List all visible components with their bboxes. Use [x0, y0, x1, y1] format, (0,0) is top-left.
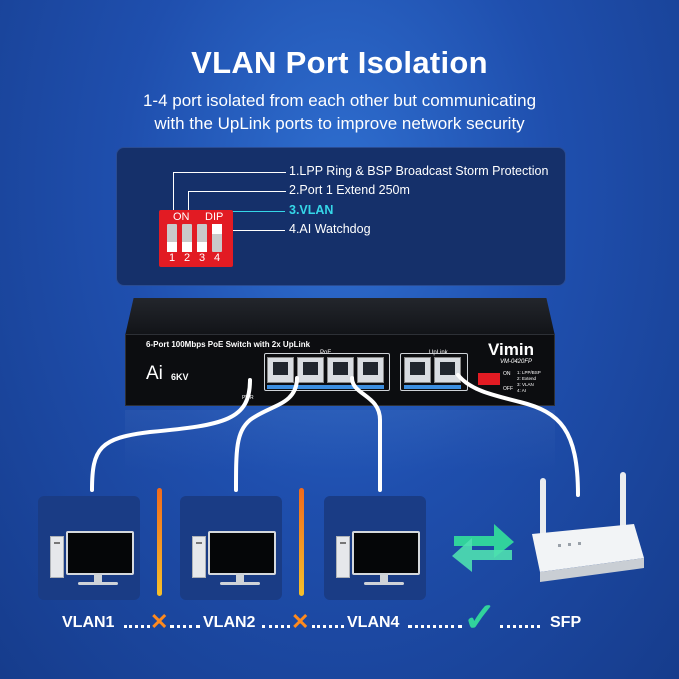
x-mark-icon: ✕ — [291, 609, 310, 634]
monitor-icon — [66, 531, 134, 575]
dip-number-4: 4 — [213, 252, 221, 264]
dip-switch-4 — [212, 224, 222, 252]
label-vlan2: VLAN2 — [203, 614, 256, 631]
dip-switch-1 — [167, 224, 177, 252]
pc-tower-icon — [50, 536, 64, 578]
label-vlan4: VLAN4 — [347, 614, 400, 631]
dip-number-2: 2 — [183, 252, 191, 264]
dotted-link-3b — [500, 625, 540, 628]
monitor-stand — [94, 573, 102, 583]
leader-line-2 — [188, 191, 286, 211]
mini-dip-legend-4: 4: AI — [517, 388, 527, 393]
subtitle-line-2: with the UpLink ports to improve network… — [154, 114, 525, 133]
uplink-port-1[interactable] — [404, 357, 431, 383]
cable-vlan4 — [350, 376, 382, 492]
monitor-stand — [380, 573, 388, 583]
monitor-stand — [236, 573, 244, 583]
dip-option-3: 3.VLAN — [289, 203, 334, 217]
mini-dip-off: OFF — [503, 386, 513, 392]
poe-port-3[interactable] — [327, 357, 354, 383]
monitor-icon — [352, 531, 420, 575]
uplink-led-strip — [404, 385, 461, 389]
cable-vlan2 — [234, 376, 299, 492]
uplink-port-2[interactable] — [434, 357, 461, 383]
dotted-link-1b — [170, 625, 200, 628]
mini-dip-legend-2: 2: Extend — [517, 376, 537, 381]
dip-option-4: 4.AI Watchdog — [289, 222, 371, 236]
dip-number-1: 1 — [168, 252, 176, 264]
dip-switch-panel: ON DIP 1 2 3 4 1.LPP Ring & BSP Broadcas… — [116, 147, 566, 286]
isolation-bar-1 — [157, 488, 162, 596]
dip-option-1: 1.LPP Ring & BSP Broadcast Storm Protect… — [289, 164, 549, 178]
pc-vlan1 — [38, 496, 140, 600]
dip-label: DIP — [205, 211, 224, 223]
brand-logo: Vimin — [488, 340, 534, 359]
model-number: VM-0420FP — [500, 359, 533, 365]
poe-led-strip — [267, 385, 384, 389]
monitor-foot — [364, 582, 404, 585]
mini-dip-legend-3: 3: VLAN — [517, 382, 534, 387]
cable-sfp — [456, 373, 580, 497]
uplink-port-group — [400, 353, 468, 391]
switch-front-panel: 6-Port 100Mbps PoE Switch with 2x UpLink… — [125, 334, 555, 406]
dip-switch-3 — [197, 224, 207, 252]
pc-vlan2 — [180, 496, 282, 600]
router-icon — [532, 472, 644, 582]
leader-line-1 — [173, 172, 286, 211]
dotted-link-2a — [262, 625, 290, 628]
dip-option-2: 2.Port 1 Extend 250m — [289, 183, 410, 197]
dotted-link-1a — [124, 625, 150, 628]
isolation-bar-2 — [299, 488, 304, 596]
leader-line-4 — [218, 230, 285, 231]
dotted-link-3a — [408, 625, 462, 628]
dotted-link-2b — [312, 625, 344, 628]
x-mark-icon: ✕ — [150, 609, 169, 634]
subtitle-line-1: 1-4 port isolated from each other but co… — [142, 91, 537, 110]
pc-vlan4 — [324, 496, 426, 600]
pc-tower-icon — [336, 536, 350, 578]
poe-port-group — [264, 353, 390, 391]
poe-port-2[interactable] — [297, 357, 324, 383]
mini-dip-legend-1: 1: LPP/BSP — [517, 370, 541, 375]
label-vlan1: VLAN1 — [62, 614, 115, 631]
cable-vlan1 — [90, 378, 252, 492]
dip-number-3: 3 — [198, 252, 206, 264]
mini-dip-on: ON — [503, 371, 511, 377]
poe-port-4[interactable] — [357, 357, 384, 383]
mini-dip-switch — [478, 373, 500, 385]
dip-on-label: ON — [173, 211, 190, 223]
monitor-foot — [220, 582, 260, 585]
leader-line-3 — [203, 211, 285, 212]
switch-top-cover — [125, 298, 555, 336]
ai-label: Ai — [146, 363, 163, 384]
pc-tower-icon — [192, 536, 206, 578]
dip-switch-block: ON DIP 1 2 3 4 — [159, 210, 233, 267]
poe-port-1[interactable] — [267, 357, 294, 383]
kv-label: 6KV — [171, 372, 189, 382]
switch-reflection — [125, 410, 555, 470]
page-title: VLAN Port Isolation — [191, 45, 488, 80]
switch-description: 6-Port 100Mbps PoE Switch with 2x UpLink — [146, 340, 311, 349]
monitor-foot — [78, 582, 118, 585]
poe-switch-device: 6-Port 100Mbps PoE Switch with 2x UpLink… — [125, 298, 555, 406]
dip-switch-2 — [182, 224, 192, 252]
monitor-icon — [208, 531, 276, 575]
label-sfp: SFP — [550, 614, 582, 631]
sync-arrows-icon — [452, 524, 514, 572]
check-mark-icon: ✓ — [463, 596, 497, 640]
